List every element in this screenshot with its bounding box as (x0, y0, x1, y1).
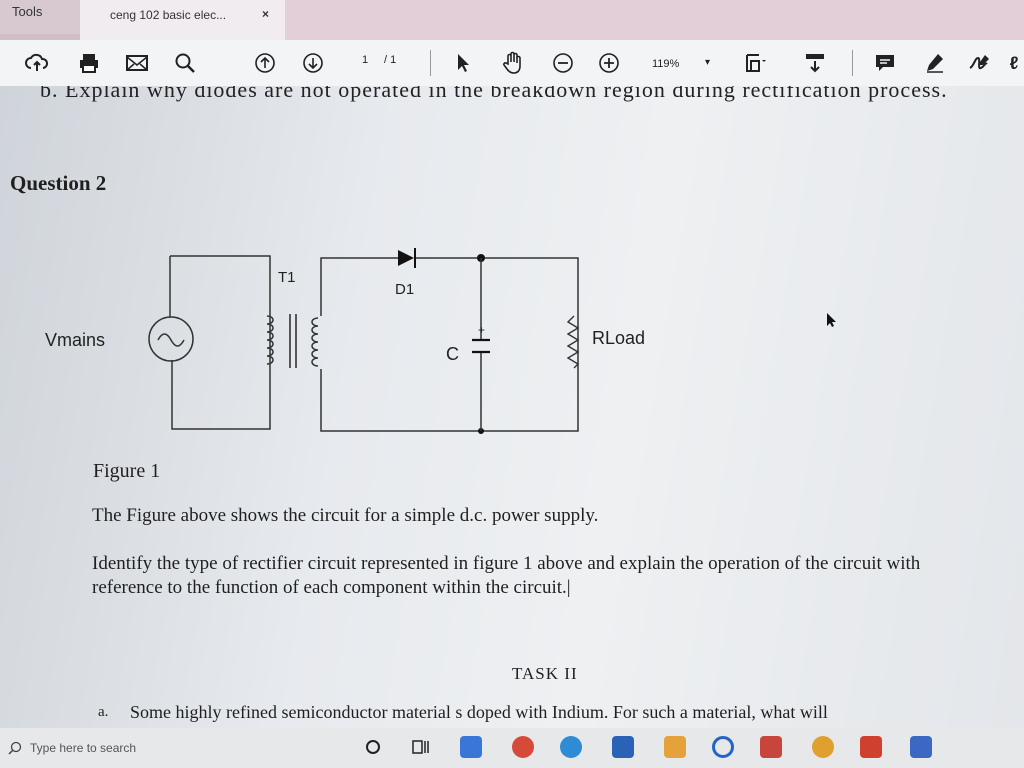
tab-tools-label: Tools (12, 4, 43, 19)
comment-icon[interactable] (870, 48, 900, 78)
chrome-icon[interactable] (512, 736, 534, 758)
transformer-secondary-coil (311, 317, 319, 367)
capacitor-label: C (446, 344, 459, 364)
diode-label: D1 (395, 281, 414, 298)
zoom-in-icon[interactable] (594, 48, 624, 78)
fit-page-icon[interactable] (740, 48, 770, 78)
pointer-icon[interactable] (448, 48, 478, 78)
toolbar-divider (430, 50, 431, 76)
cortana-icon[interactable] (362, 736, 384, 758)
task-item-a-text: Some highly refined semiconductor materi… (130, 702, 828, 722)
store-icon[interactable] (612, 736, 634, 758)
upload-icon[interactable] (22, 48, 52, 78)
tab-tools[interactable]: Tools (0, 0, 80, 34)
sign-icon[interactable] (966, 48, 996, 78)
windows-taskbar: Type here to search (0, 728, 1024, 768)
transformer-core (289, 314, 297, 368)
tab-bar: Tools ceng 102 basic elec... × (0, 0, 1024, 40)
transformer-primary-coil (266, 315, 274, 365)
primary-wire (169, 255, 271, 430)
tab-document-label: ceng 102 basic elec... (110, 8, 227, 22)
load-label: RLoad (592, 328, 645, 348)
photos-icon[interactable] (910, 736, 932, 758)
secondary-wire (320, 257, 579, 432)
previous-question-text: b. Explain why diodes are not operated i… (40, 86, 948, 102)
pdf-toolbar: 1 / 1 119% ▾ ℓ (0, 40, 1024, 86)
figure-caption: Figure 1 (93, 460, 161, 482)
transformer-label: T1 (278, 269, 296, 286)
page-up-icon[interactable] (250, 48, 280, 78)
capacitor-symbol (472, 338, 490, 354)
search-icon (8, 741, 22, 755)
task-heading: TASK II (512, 664, 578, 683)
tab-bar-empty-area (285, 0, 1024, 40)
page-current[interactable]: 1 (362, 54, 369, 66)
mail-icon[interactable] (664, 736, 686, 758)
print-icon[interactable] (74, 48, 104, 78)
ac-source-symbol (148, 316, 194, 362)
sine-wave-icon (157, 333, 185, 347)
question-heading: Question 2 (10, 171, 107, 195)
task-view-icon[interactable] (410, 736, 432, 758)
opera-icon[interactable] (712, 736, 734, 758)
source-label: Vmains (45, 330, 105, 350)
mouse-cursor-icon (827, 313, 836, 327)
edge-icon[interactable] (460, 736, 482, 758)
question-text: Identify the type of rectifier circuit r… (92, 553, 921, 598)
search-icon[interactable] (170, 48, 200, 78)
page-total: / 1 (384, 54, 397, 66)
circuit-diagram: Vmains T1 D1 C + RLoad (45, 248, 645, 434)
edit-text-icon[interactable]: ℓ (1009, 52, 1019, 73)
hand-icon[interactable] (498, 48, 528, 78)
figure-description: The Figure above shows the circuit for a… (92, 505, 599, 526)
taskbar-search[interactable]: Type here to search (0, 732, 345, 764)
pdf-page: b. Explain why diodes are not operated i… (0, 86, 1024, 728)
page-down-icon[interactable] (298, 48, 328, 78)
close-icon[interactable]: × (262, 7, 270, 21)
resistor-symbol (566, 315, 580, 369)
zoom-level[interactable]: 119% (652, 58, 680, 70)
zoom-dropdown-chevron-down-icon[interactable]: ▾ (705, 57, 711, 68)
tab-document[interactable]: ceng 102 basic elec... × (80, 0, 285, 40)
diode-symbol (398, 250, 414, 266)
office-icon[interactable] (860, 736, 882, 758)
capacitor-polarity: + (478, 323, 485, 337)
email-icon[interactable] (122, 48, 152, 78)
highlight-icon[interactable] (920, 48, 950, 78)
search-placeholder: Type here to search (30, 741, 137, 755)
zoom-out-icon[interactable] (548, 48, 578, 78)
media-icon[interactable] (760, 736, 782, 758)
task-item-a-label: a. (98, 704, 109, 720)
edge-legacy-icon[interactable] (560, 736, 582, 758)
chrome-alt-icon[interactable] (812, 736, 834, 758)
scroll-mode-icon[interactable] (800, 48, 830, 78)
toolbar-divider (852, 50, 853, 76)
